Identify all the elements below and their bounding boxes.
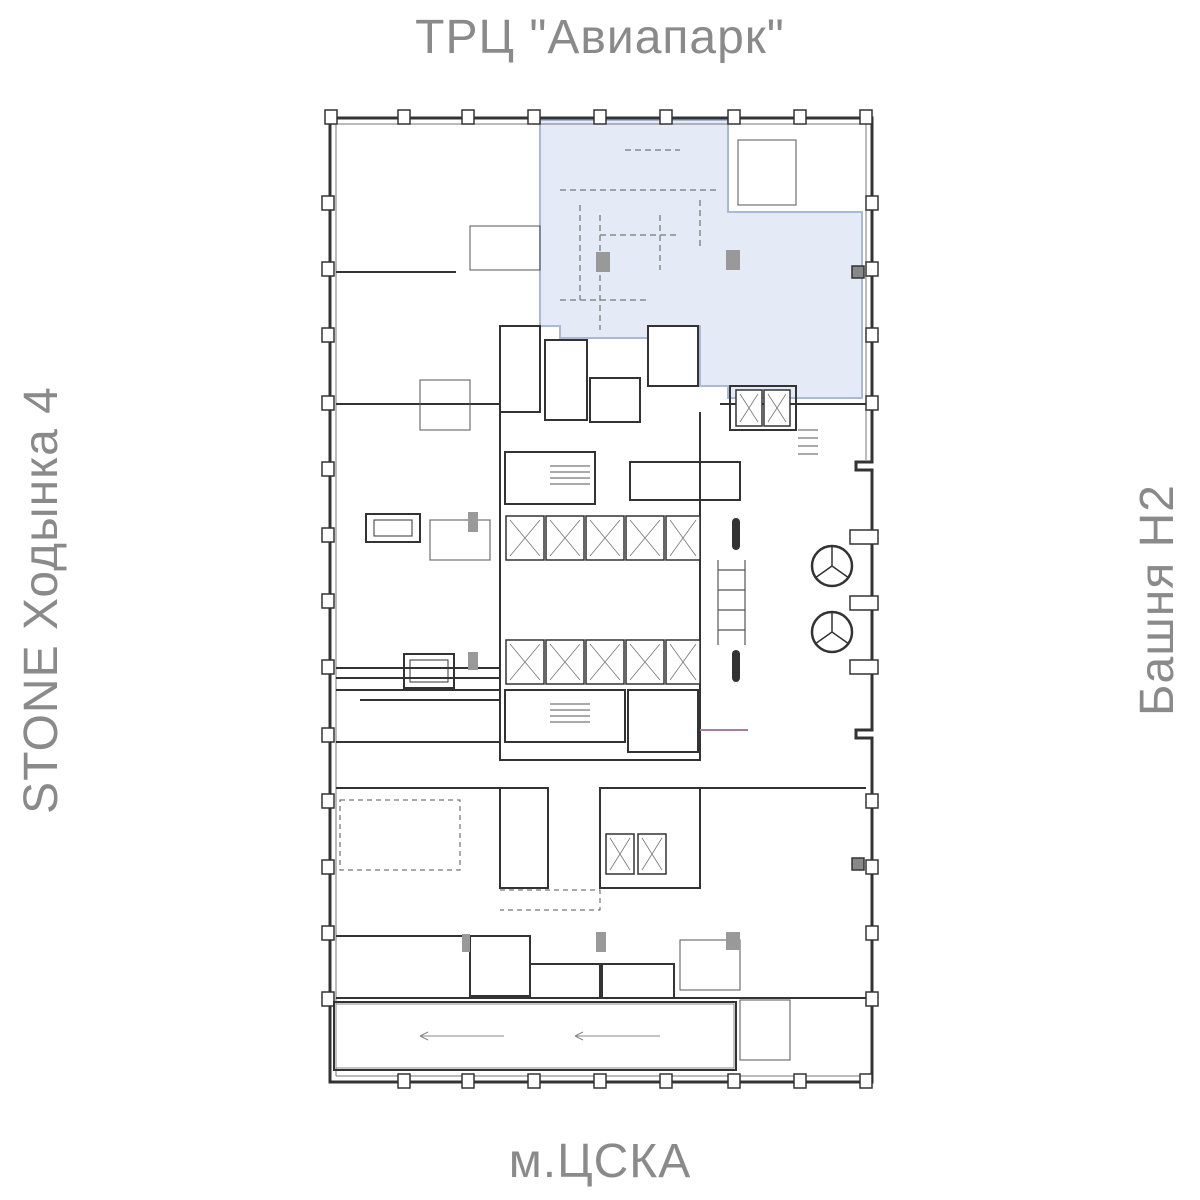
dark-shaft-blocks [462, 512, 740, 952]
lobby-benches [732, 518, 740, 682]
south-corridor [333, 1001, 737, 1071]
service-rooms [339, 139, 797, 1061]
west-corridor [336, 513, 500, 743]
stairs [550, 429, 818, 723]
revolving-doors [810, 544, 854, 654]
elevator-bank-south [505, 639, 701, 685]
lobby-turnstiles [717, 560, 746, 645]
unit-internal-layout [560, 149, 720, 330]
structural-columns [321, 109, 879, 1089]
north-landmark-label: ТРЦ "Авиапарк" [415, 11, 785, 64]
building-core [469, 325, 797, 999]
elevator-bank-east [605, 389, 791, 875]
south-landmark-label: м.ЦСКА [508, 1135, 692, 1188]
unit-core-blocks [596, 250, 740, 272]
elevator-bank-north [505, 515, 701, 561]
highlighted-office-unit[interactable] [539, 119, 863, 399]
